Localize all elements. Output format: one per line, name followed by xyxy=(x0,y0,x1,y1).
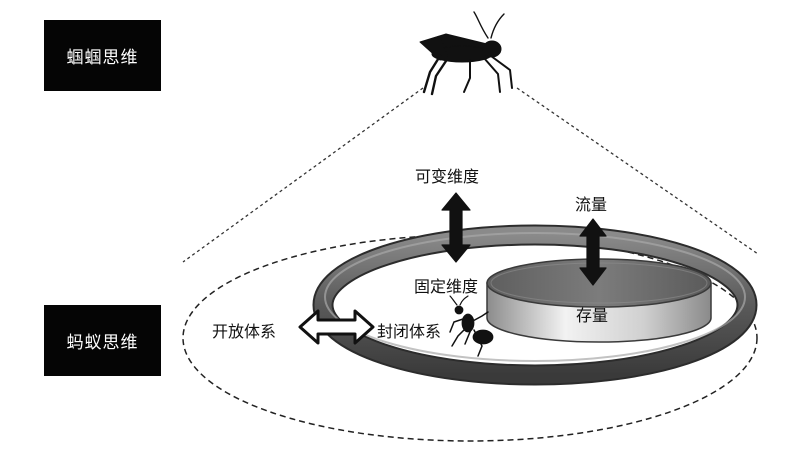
ant-thinking-label: 蚂蚁思维 xyxy=(66,333,139,353)
ant-thinking-box: 蚂蚁思维 xyxy=(44,305,161,376)
perspective-line-right xyxy=(516,87,759,255)
perspective-line-left xyxy=(182,87,424,263)
flow-label: 流量 xyxy=(575,195,608,214)
open-closed-arrow xyxy=(298,309,375,345)
variable-dimension-arrow xyxy=(441,192,471,263)
grasshopper-icon xyxy=(419,11,513,96)
fixed-dimension-label: 固定维度 xyxy=(414,277,479,296)
ring xyxy=(312,224,758,386)
grasshopper-thinking-label: 蝈蝈思维 xyxy=(66,48,139,68)
open-system-label: 开放体系 xyxy=(212,322,277,341)
flow-arrow xyxy=(579,218,607,286)
ant-icon xyxy=(449,295,494,357)
variable-dimension-label: 可变维度 xyxy=(415,167,480,186)
stock-label: 存量 xyxy=(576,306,609,325)
closed-system-label: 封闭体系 xyxy=(377,322,442,341)
grasshopper-thinking-box: 蝈蝈思维 xyxy=(44,20,161,91)
stock-cylinder xyxy=(486,258,712,343)
